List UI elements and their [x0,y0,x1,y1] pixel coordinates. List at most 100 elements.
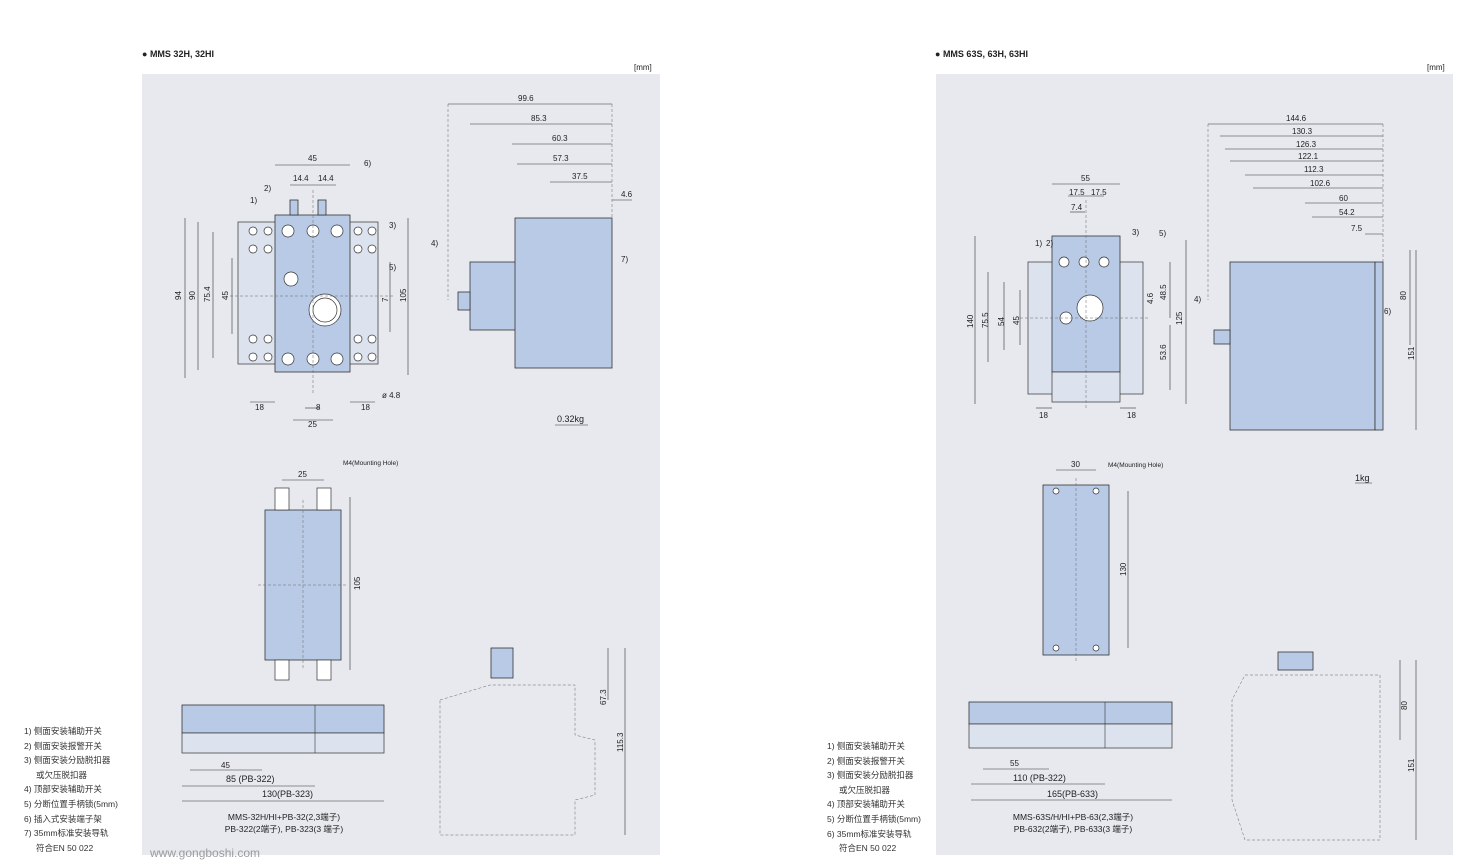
dimension-label: 30 [1071,460,1080,469]
dimension-label: 112.3 [1304,165,1324,174]
right-busbar-side-view: 80 151 [1231,651,1417,841]
left-unit: [mm] [634,63,652,72]
legend-item: 4) 顶部安装辅助开关 [827,799,905,810]
dimension-label: M4(Mounting Hole) [343,460,398,467]
legend-item: 2) 侧面安装报警开关 [24,740,102,751]
dimension-label: 94 [174,291,183,300]
dimension-label: 18 [1127,411,1136,420]
dimension-label: 37.5 [572,172,588,181]
dimension-label: PB-632(2端子), PB-633(3 端子) [1014,824,1133,834]
dimension-label: ø 4.8 [382,391,401,400]
dimension-label: 2) [264,184,271,193]
left-side-view [447,103,632,426]
dimension-label: 126.3 [1296,140,1317,149]
dimension-label: 3) [1132,228,1139,237]
dimension-label: 45 [308,154,317,163]
dimension-label: 25 [298,470,307,479]
dimension-label: 75.5 [981,312,990,328]
dimension-label: 4) [431,239,438,248]
legend-item: 6) 35mm标准安装导轨 [827,828,912,839]
left-side-dims: 99.6 85.3 60.3 57.3 37.5 4.6 4) 7) 0.32k… [431,94,633,424]
dimension-label: 7) [621,255,628,264]
dimension-label: 54.2 [1339,208,1355,217]
right-title: ● MMS 63S, 63H, 63HI [935,49,1028,59]
dimension-label: 102.6 [1310,179,1331,188]
legend-item: 或欠压脱扣器 [839,784,891,795]
dimension-label: 4.6 [621,190,633,199]
dimension-label: 1) [1035,239,1042,248]
dimension-label: 2) [1046,239,1053,248]
right-busbar: 55 110 (PB-322) 165(PB-633) MMS-63S/H/HI… [968,701,1173,834]
left-title: ● MMS 32H, 32HI [142,49,214,59]
dimension-label: 17.5 [1069,188,1085,197]
dimension-label: 151 [1407,758,1416,772]
legend-item: 3) 侧面安装分励脱扣器 [24,755,111,766]
dimension-label: 45 [1012,316,1021,325]
left-front-view [184,164,409,421]
dimension-label: 45 [221,291,230,300]
right-side-dims: 144.6 130.3 126.3 122.1 112.3 102.6 60 5… [1194,114,1416,483]
left-mounting-plate: 25 M4(Mounting Hole) 105 [258,460,398,681]
dimension-label: 14.4 [293,174,309,183]
dimension-label: 75.4 [203,286,212,302]
dimension-label: 85.3 [531,114,547,123]
dimension-label: 6) [364,159,371,168]
terminal-row [248,224,377,366]
legend-item: 2) 侧面安装报警开关 [827,755,905,766]
dimension-label: 130(PB-323) [262,789,313,799]
dimension-label: 17.5 [1091,188,1107,197]
dimension-label: 5) [389,263,396,272]
right-side-view [1207,123,1417,484]
dimension-label: 105 [353,576,362,590]
right-weight: 1kg [1355,473,1370,483]
dimension-label: 122.1 [1298,152,1319,161]
dimension-label: 14.4 [318,174,334,183]
legend-item: 5) 分断位置手柄锁(5mm) [24,798,118,809]
right-front-view [974,183,1187,410]
dimension-label: 151 [1407,346,1416,360]
dimension-label: 53.6 [1159,344,1168,360]
dimension-label: M4(Mounting Hole) [1108,462,1163,469]
dimension-label: 48.5 [1159,284,1168,300]
dimension-label: 7 [381,297,390,302]
left-busbar-side-view: 67.3 115.3 [439,647,626,836]
dimension-label: 45 [221,761,230,770]
dimension-label: 8 [316,403,321,412]
dimension-label: 130 [1119,562,1128,576]
legend-item: 1) 侧面安装辅助开关 [827,741,905,751]
dimension-label: 125 [1175,311,1184,325]
dimension-label: 60.3 [552,134,568,143]
legend-item: 或欠压脱扣器 [36,769,88,780]
legend-item: 7) 35mm标准安装导轨 [24,828,109,839]
right-front-dims: 55 17.5 17.5 7.4 1) 2) 3) 5) 140 75.5 54… [966,174,1184,420]
dimension-label: 1) [250,196,257,205]
right-unit: [mm] [1427,63,1445,72]
left-front-dims: 45 14.4 14.4 6) 2) 1) 3) 5) 94 90 75.4 4… [174,154,408,429]
dimension-label: 7.4 [1071,203,1083,212]
dimension-label: 60 [1339,194,1348,203]
dimension-label: 85 (PB-322) [226,774,275,784]
dimension-label: 57.3 [553,154,569,163]
dimension-label: 144.6 [1286,114,1307,123]
left-title-text: MMS 32H, 32HI [149,49,214,59]
dimension-label: 110 (PB-322) [1013,773,1066,783]
dimension-label: 55 [1081,174,1090,183]
dimension-label: 4) [1194,295,1201,304]
legend-item: 6) 插入式安装端子架 [24,813,102,824]
dimension-label: 90 [188,291,197,300]
dimension-label: 18 [1039,411,1048,420]
dimension-label: 130.3 [1292,127,1313,136]
dimension-label: 18 [255,403,264,412]
dimension-label: 80 [1399,291,1408,300]
dimension-label: 25 [308,420,317,429]
dimension-label: 4.6 [1146,292,1155,304]
right-legend: 1) 侧面安装辅助开关 2) 侧面安装报警开关 3) 侧面安装分励脱扣器 或欠压… [827,739,921,856]
dimension-label: 105 [399,288,408,302]
dimension-label: MMS-32H/HI+PB-32(2,3端子) [228,812,340,822]
legend-item: 符合EN 50 022 [839,843,897,854]
left-weight: 0.32kg [557,414,584,424]
legend-item: 4) 顶部安装辅助开关 [24,784,102,795]
dimension-label: 18 [361,403,370,412]
dimension-label: 80 [1400,701,1409,710]
